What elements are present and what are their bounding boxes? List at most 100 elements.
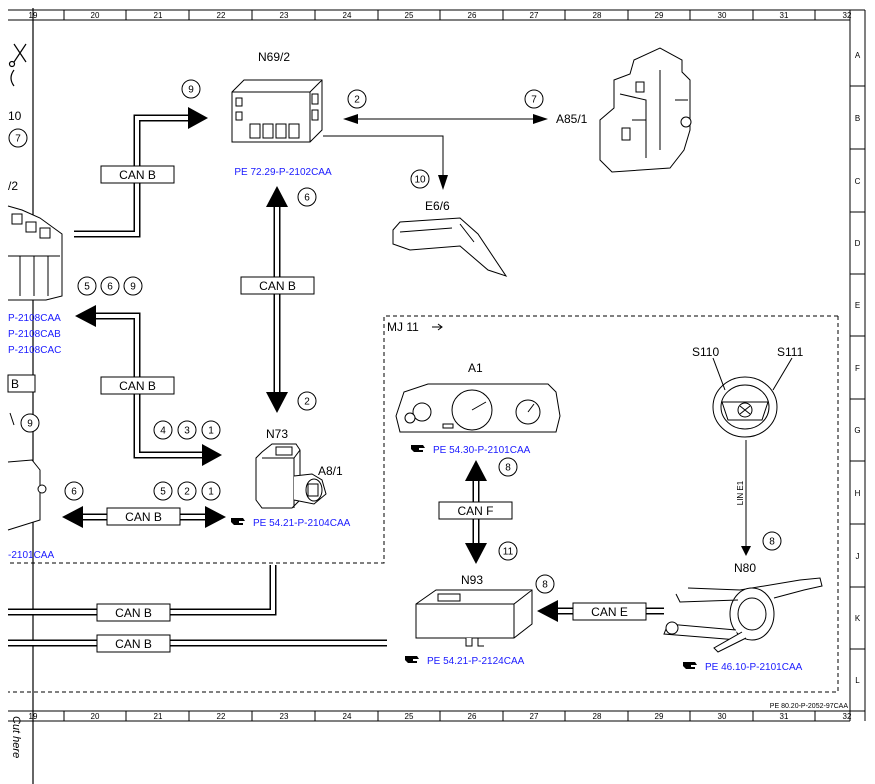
a1-label: A1 xyxy=(468,361,483,375)
arrowhead xyxy=(438,175,448,190)
left-b-label: B xyxy=(11,377,19,391)
lin-e1-label: LIN E1 xyxy=(736,480,745,505)
arrowhead xyxy=(75,305,96,327)
bottom-ruler-number: 25 xyxy=(405,712,414,721)
bottom-ruler-number: 19 xyxy=(29,712,38,721)
arrowhead xyxy=(465,543,487,564)
callout-circle xyxy=(181,79,201,99)
left-ref-bottom[interactable]: -2101CAA xyxy=(8,550,54,561)
n80-ref-link[interactable]: PE 46.10-P-2101CAA xyxy=(705,662,803,673)
top-ruler-number: 21 xyxy=(154,11,163,20)
callout-number: 2 xyxy=(304,397,310,408)
callout-number: 2 xyxy=(354,95,360,106)
bus-label-box xyxy=(100,376,175,395)
callout-circle xyxy=(347,89,367,109)
callout-number: 1 xyxy=(208,426,214,437)
top-ruler-number: 19 xyxy=(29,11,38,20)
left-b-box xyxy=(7,374,36,393)
n93-ref-link[interactable]: PE 54.21-P-2124CAA xyxy=(427,656,525,667)
n80-steering-column-module-icon xyxy=(663,577,823,653)
left-ref-3[interactable]: P-2108CAC xyxy=(8,345,61,356)
callout-number: 4 xyxy=(160,426,166,437)
steering-wheel-icon xyxy=(712,376,778,438)
n80-label: N80 xyxy=(734,561,756,575)
top-ruler-number: 27 xyxy=(530,11,539,20)
bus-label-box xyxy=(96,634,171,653)
callout-number: 6 xyxy=(107,282,113,293)
a1-ref-link[interactable]: PE 54.30-P-2101CAA xyxy=(433,445,531,456)
callout-circle xyxy=(77,276,97,296)
callout-number: 7 xyxy=(531,95,537,106)
callout-number: 8 xyxy=(542,580,548,591)
left-bottom-component-icon xyxy=(7,459,47,531)
row-letter: B xyxy=(855,114,860,123)
bus-label-box xyxy=(106,507,181,526)
top-ruler-number: 22 xyxy=(217,11,226,20)
top-ruler-number: 23 xyxy=(280,11,289,20)
callout-number: 10 xyxy=(414,175,426,186)
callout-number: 8 xyxy=(505,463,511,474)
can-e-label: CAN E xyxy=(591,605,628,619)
arrowhead xyxy=(266,392,288,413)
can-bus-line xyxy=(8,565,387,647)
arrowhead xyxy=(465,460,487,481)
signal-line xyxy=(323,135,444,177)
callout-circle xyxy=(123,276,143,296)
bottom-ruler-number: 21 xyxy=(154,712,163,721)
bus-label-box xyxy=(240,276,315,295)
a8-1-label: A8/1 xyxy=(318,464,343,478)
arrowhead xyxy=(537,600,558,622)
top-ruler-number: 26 xyxy=(468,11,477,20)
top-ruler-number: 24 xyxy=(343,11,352,20)
a1-instrument-cluster-icon xyxy=(395,383,561,433)
top-ruler-number: 31 xyxy=(780,11,789,20)
mj11-region xyxy=(8,315,839,693)
callout-number: 5 xyxy=(84,282,90,293)
n69-2-control-unit-icon xyxy=(231,79,323,143)
n93-label: N93 xyxy=(461,573,483,587)
n69-2-ref-link[interactable]: PE 72.29-P-2102CAA xyxy=(234,167,332,178)
left-10-label: 10 xyxy=(8,109,22,123)
row-letter: D xyxy=(855,239,861,248)
left-partial-component-icon xyxy=(7,205,63,301)
callout-number: 8 xyxy=(769,537,775,548)
left-ref-2[interactable]: P-2108CAB xyxy=(8,329,61,340)
callout-circle xyxy=(535,574,555,594)
callout-number: 3 xyxy=(184,426,190,437)
callout-circle xyxy=(297,391,317,411)
model-year-arrow-icon xyxy=(432,323,443,331)
bottom-ruler-number: 26 xyxy=(468,712,477,721)
top-ruler-number: 30 xyxy=(718,11,727,20)
e6-6-mirror-icon xyxy=(392,217,508,277)
arrowhead xyxy=(202,444,222,466)
bottom-ruler-number: 32 xyxy=(843,712,852,721)
bottom-ruler-number: 23 xyxy=(280,712,289,721)
arrowhead xyxy=(62,506,83,528)
callout-circle xyxy=(297,187,317,207)
row-letter: J xyxy=(856,552,860,561)
callout-circle xyxy=(153,481,173,501)
bottom-ruler-number: 28 xyxy=(593,712,602,721)
a85-1-label: A85/1 xyxy=(556,112,588,126)
top-ruler-number: 29 xyxy=(655,11,664,20)
callout-circle xyxy=(8,128,28,148)
top-ruler-number: 32 xyxy=(843,11,852,20)
n73-ignition-switch-icon xyxy=(255,443,327,509)
bus-label-box xyxy=(96,603,171,622)
left-ref-1[interactable]: P-2108CAA xyxy=(8,313,61,324)
bottom-ruler-number: 29 xyxy=(655,712,664,721)
bottom-ruler-number: 30 xyxy=(718,712,727,721)
arrowhead xyxy=(266,186,288,207)
can-b-label: CAN B xyxy=(125,510,162,524)
bottom-ruler-number: 22 xyxy=(217,712,226,721)
can-b-label: CAN B xyxy=(119,168,156,182)
a8-1-ref-link[interactable]: PE 54.21-P-2104CAA xyxy=(253,518,351,529)
callout-number: 1 xyxy=(208,487,214,498)
callout-number: 9 xyxy=(188,85,194,96)
callout-number: 6 xyxy=(71,487,77,498)
callout-number: 6 xyxy=(304,193,310,204)
